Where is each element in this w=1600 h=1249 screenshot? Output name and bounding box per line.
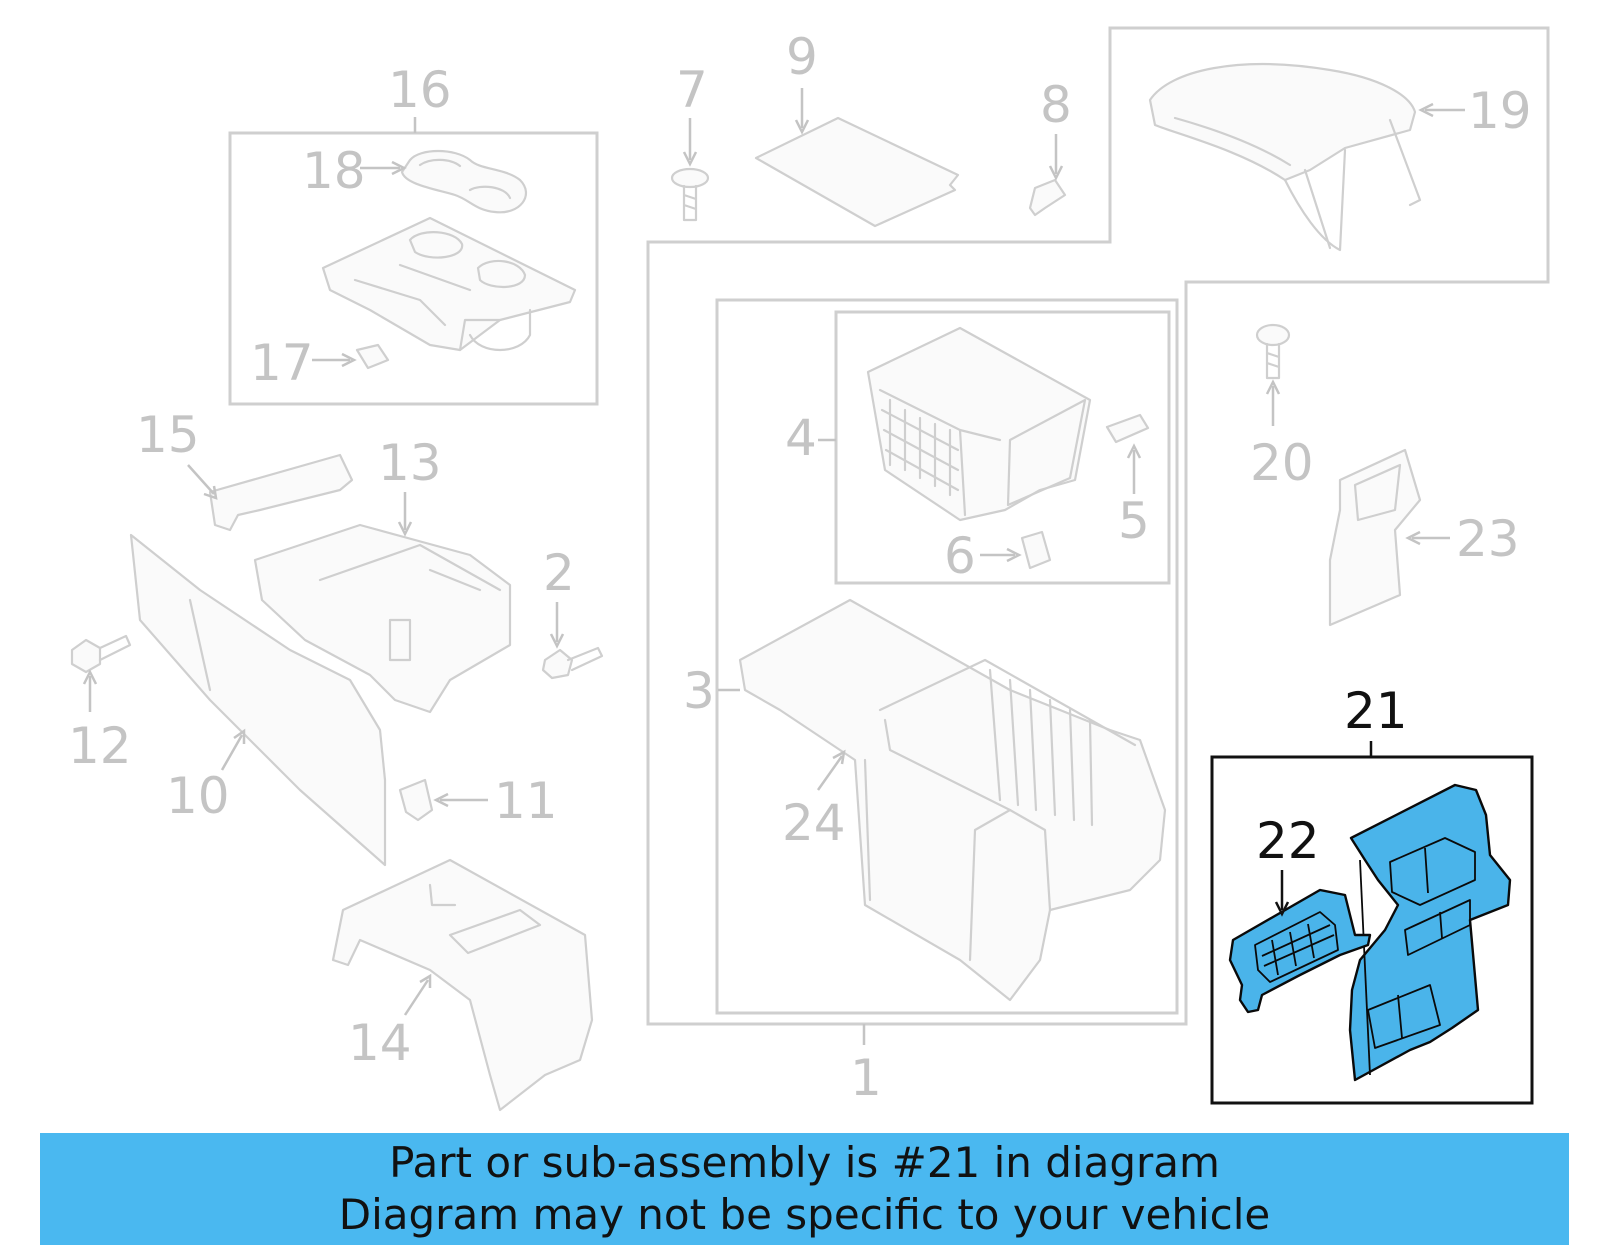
- box-3: [715, 298, 1179, 1015]
- part-20-screw: [1255, 323, 1291, 380]
- callout-18: 18: [302, 142, 366, 200]
- box-1-outline: [646, 26, 1550, 1026]
- part-19-armrest-lid: [1148, 63, 1422, 252]
- callout-3: 3: [683, 662, 715, 720]
- callout-11: 11: [494, 772, 558, 830]
- callout-21: 21: [1344, 682, 1408, 740]
- part-13-frame: [253, 523, 512, 714]
- box-16: [228, 131, 599, 406]
- part-2-bolt: [541, 646, 604, 680]
- callout-8: 8: [1040, 76, 1072, 134]
- part-3-console-body: [738, 598, 1167, 1002]
- part-11-clip: [398, 778, 434, 822]
- part-6-clip: [1020, 530, 1052, 570]
- callout-5: 5: [1118, 492, 1150, 550]
- part-8-bulb: [1028, 178, 1067, 217]
- part-4-storage-bin: [866, 326, 1092, 522]
- callout-22: 22: [1256, 812, 1320, 870]
- banner-line-part-number: Part or sub-assembly is #21 in diagram: [389, 1138, 1220, 1187]
- part-12-bolt: [70, 634, 132, 674]
- part-21-console-bezel: [1348, 783, 1512, 1082]
- callout-15: 15: [136, 406, 200, 464]
- part-22-air-vent: [1228, 888, 1372, 1014]
- callout-12: 12: [68, 717, 132, 775]
- part-18-cupholder-mat: [400, 150, 527, 214]
- callout-16: 16: [388, 61, 452, 119]
- callout-2: 2: [543, 544, 575, 602]
- part-17-clip: [355, 343, 390, 370]
- callout-7: 7: [676, 61, 708, 119]
- callout-9: 9: [786, 28, 818, 86]
- info-banner: Part or sub-assembly is #21 in diagram D…: [40, 1133, 1569, 1245]
- part-7-screw: [670, 167, 710, 222]
- banner-line-disclaimer: Diagram may not be specific to your vehi…: [338, 1190, 1271, 1239]
- callout-1: 1: [850, 1049, 882, 1107]
- box-4: [834, 310, 1171, 585]
- callout-13: 13: [378, 434, 442, 492]
- callout-23: 23: [1456, 510, 1520, 568]
- callout-20: 20: [1250, 434, 1314, 492]
- part-10-side-panel: [129, 533, 387, 867]
- part-16-cupholder-tray: [321, 216, 577, 352]
- part-14-lower-bracket: [331, 858, 594, 1112]
- callout-14: 14: [348, 1014, 412, 1072]
- callout-6: 6: [944, 527, 976, 585]
- part-23-duct: [1328, 448, 1422, 627]
- part-9-pad: [754, 116, 960, 228]
- callout-24: 24: [782, 794, 846, 852]
- callout-10: 10: [166, 767, 230, 825]
- part-15-bracket: [208, 453, 354, 532]
- part-5-clip: [1105, 413, 1150, 444]
- callout-4: 4: [785, 409, 817, 467]
- callout-19: 19: [1468, 82, 1532, 140]
- callout-17: 17: [250, 334, 314, 392]
